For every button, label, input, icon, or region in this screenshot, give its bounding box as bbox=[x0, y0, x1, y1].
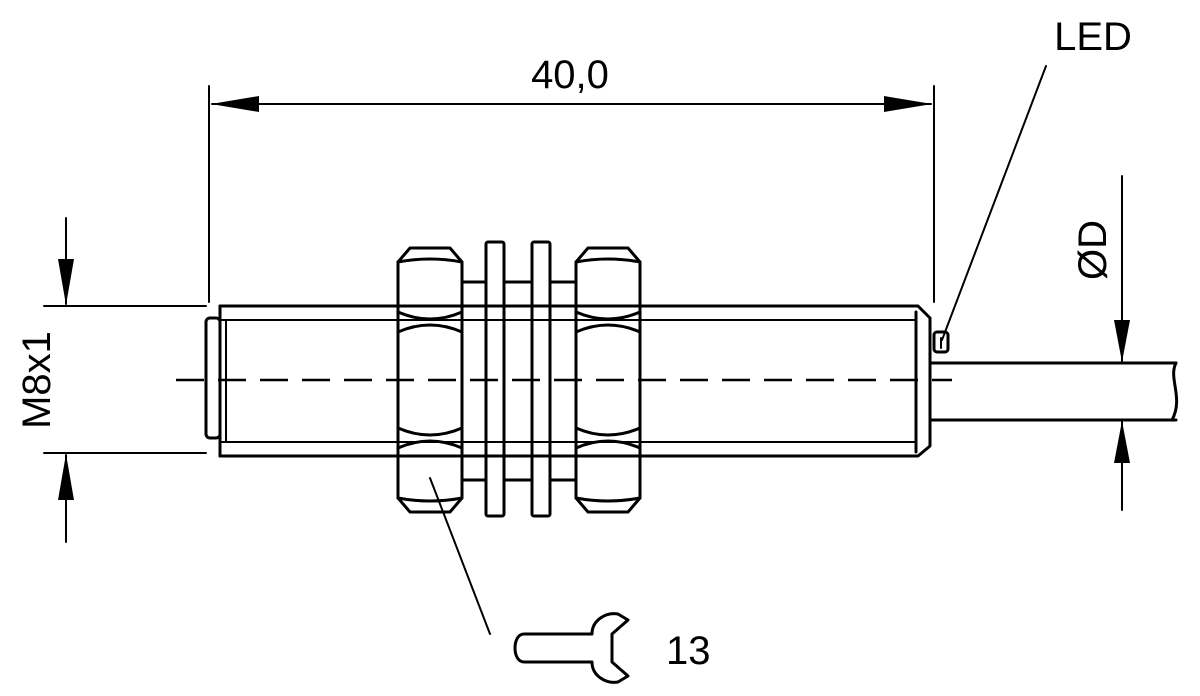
washer-2 bbox=[530, 240, 552, 518]
diameter-arrow-top bbox=[1114, 320, 1130, 362]
barrel-outline bbox=[218, 304, 932, 458]
nut-left-chamfer-top bbox=[396, 257, 464, 264]
length-dimension: 40,0 bbox=[208, 53, 935, 303]
cable-diameter-dimension: ØD bbox=[1071, 175, 1130, 511]
nut-right-facet-3 bbox=[574, 426, 642, 437]
arrowhead-left bbox=[211, 96, 259, 112]
nut-right-chamfer-top bbox=[574, 257, 642, 264]
nut-left-outline bbox=[396, 246, 464, 514]
arrowhead-right bbox=[884, 96, 932, 112]
nut-left-facet-3 bbox=[396, 426, 464, 437]
diameter-arrow-bottom bbox=[1114, 421, 1130, 463]
wrench-callout: 13 bbox=[429, 477, 711, 684]
diameter-label: ØD bbox=[1071, 220, 1115, 280]
nut-right-chamfer-bottom bbox=[574, 496, 642, 503]
nut-right-outline bbox=[574, 246, 642, 514]
wrench-size-label: 13 bbox=[666, 629, 711, 673]
hex-nut-right bbox=[574, 246, 642, 514]
cable-break-line bbox=[1170, 361, 1179, 422]
nut-right-facet-1 bbox=[574, 310, 642, 321]
thread-dimension: M8x1 bbox=[15, 217, 207, 543]
nut-left-facet-1 bbox=[396, 310, 464, 321]
cable bbox=[928, 361, 1179, 422]
thread-arrow-bottom bbox=[58, 454, 74, 500]
nut-left-facet-2 bbox=[396, 323, 464, 334]
led-label: LED bbox=[1054, 15, 1132, 59]
washers bbox=[460, 240, 578, 518]
wrench-icon bbox=[513, 612, 630, 684]
wrench-leader-line bbox=[429, 477, 491, 635]
led-leader-line bbox=[941, 65, 1047, 341]
length-label: 40,0 bbox=[531, 53, 609, 97]
nut-left-chamfer-bottom bbox=[396, 496, 464, 503]
thread-label: M8x1 bbox=[15, 331, 59, 429]
led-housing bbox=[932, 330, 950, 354]
led-indicator: LED bbox=[932, 15, 1132, 354]
nut-right-facet-4 bbox=[574, 439, 642, 450]
hex-nut-left bbox=[396, 246, 464, 514]
nut-left-facet-4 bbox=[396, 439, 464, 450]
nut-right-facet-2 bbox=[574, 323, 642, 334]
front-face bbox=[204, 316, 222, 440]
washer-1 bbox=[484, 240, 506, 518]
thread-arrow-top bbox=[58, 259, 74, 305]
